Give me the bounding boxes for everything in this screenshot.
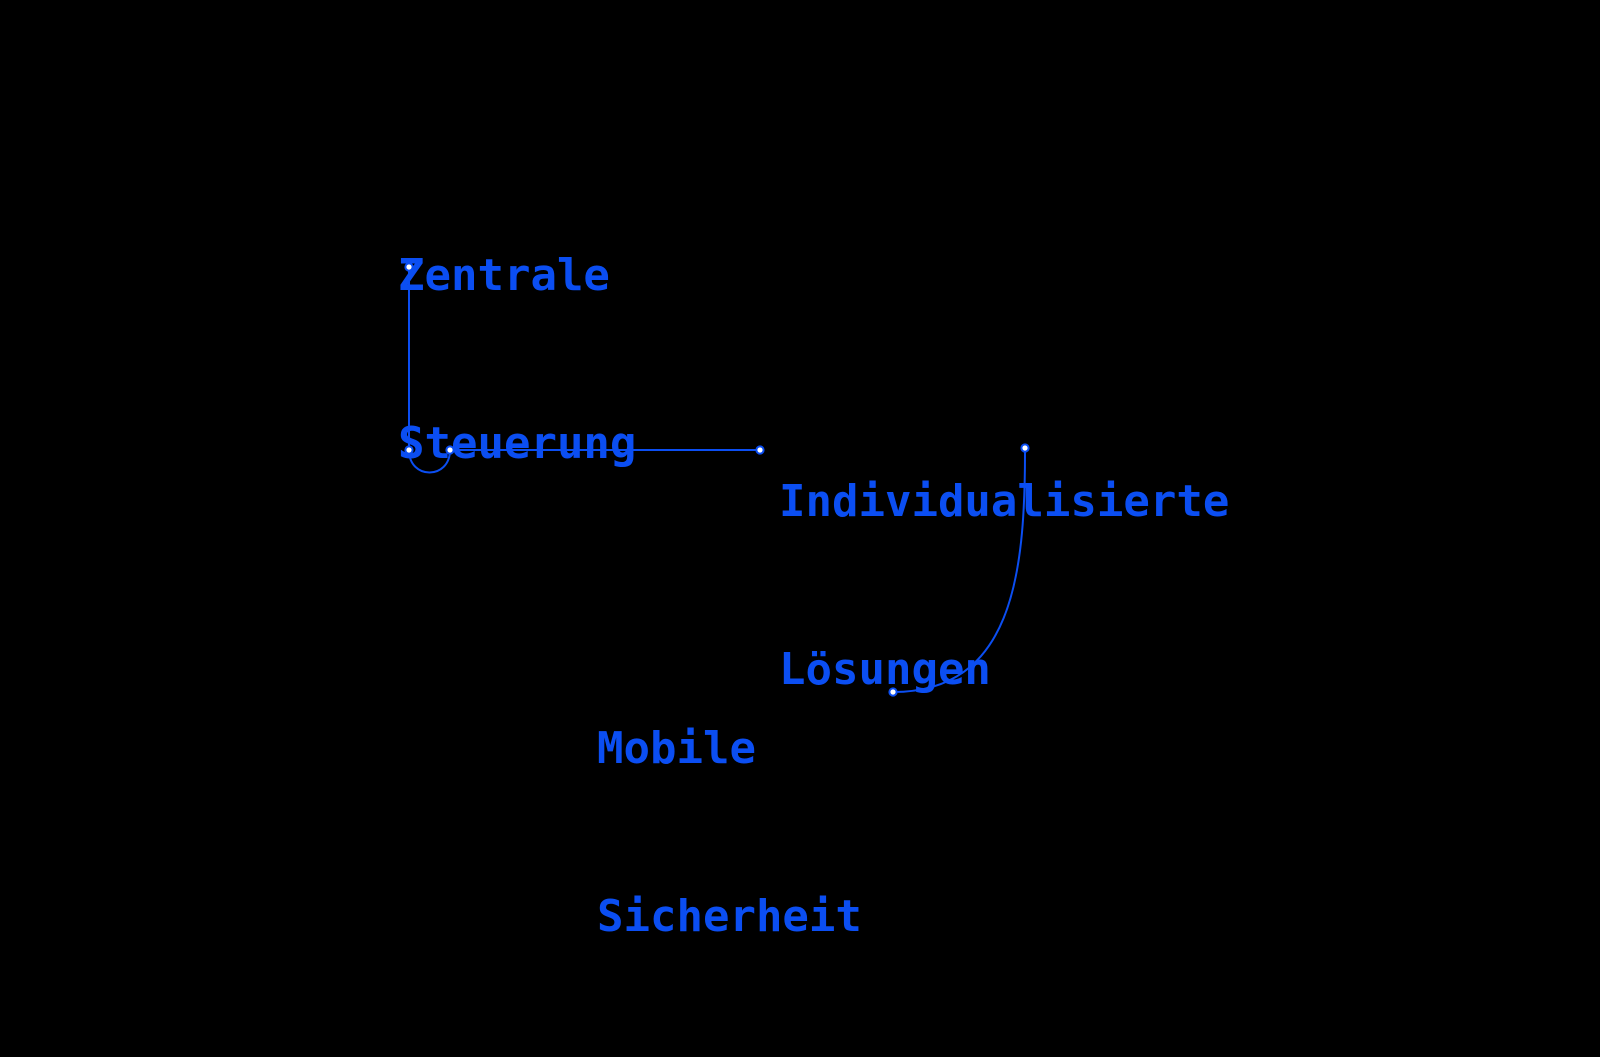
node-label-line-2: Lösungen	[779, 644, 991, 695]
node-label-line-2: Steuerung	[398, 418, 637, 469]
node-label-line-1: Zentrale	[398, 250, 610, 301]
node-label-individualisierte-loesungen: Individualisierte Lösungen	[779, 362, 1229, 810]
node-label-mobile-sicherheit: Mobile Sicherheit	[597, 609, 862, 1057]
node-label-zentrale-steuerung: Zentrale Steuerung	[398, 136, 636, 584]
node-label-line-1: Individualisierte	[779, 476, 1230, 527]
node-label-line-2: Sicherheit	[597, 891, 862, 942]
diagram-canvas: Zentrale Steuerung Individualisierte Lös…	[398, 136, 1230, 942]
node-label-line-1: Mobile	[597, 723, 756, 774]
node-dot-loesungen-line-end	[755, 445, 765, 455]
